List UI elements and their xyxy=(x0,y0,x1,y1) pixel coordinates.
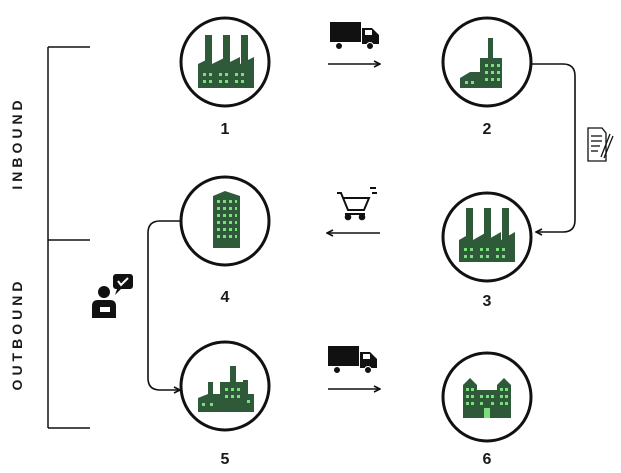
industrial-plant-icon xyxy=(198,366,254,412)
node-6-number: 6 xyxy=(483,451,492,468)
inbound-label: INBOUND xyxy=(9,96,25,189)
small-factory-icon xyxy=(460,38,502,88)
factory-icon xyxy=(459,208,515,262)
shopping-cart-icon xyxy=(337,187,377,221)
outbound-label: OUTBOUND xyxy=(9,278,25,391)
node-5-number: 5 xyxy=(221,451,230,468)
node-1-number: 1 xyxy=(221,121,230,138)
node-4-number: 4 xyxy=(221,289,230,306)
stage-bracket xyxy=(47,46,90,429)
connector-2-to-3 xyxy=(531,63,576,232)
node-3-number: 3 xyxy=(483,293,492,310)
truck-icon xyxy=(328,346,377,374)
office-complex-icon xyxy=(463,378,511,418)
office-tower-icon xyxy=(213,191,240,248)
factory-icon xyxy=(198,35,254,88)
customer-service-icon xyxy=(92,274,133,318)
truck-icon xyxy=(330,22,379,50)
connector-4-to-5 xyxy=(147,220,181,390)
document-icon xyxy=(587,127,614,162)
node-2-number: 2 xyxy=(483,121,492,138)
